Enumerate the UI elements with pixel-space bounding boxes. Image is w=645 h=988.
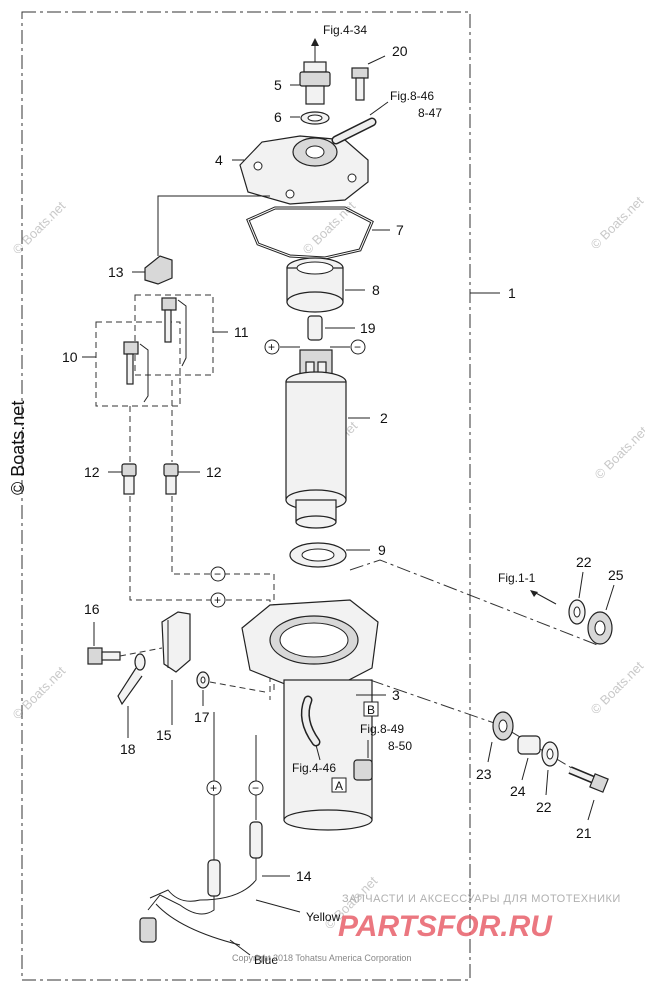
- part-12-terminal-left: [121, 463, 137, 495]
- leader-23: [487, 741, 493, 763]
- callout-3: 3: [392, 687, 400, 703]
- leader-22b: [545, 769, 549, 796]
- ref-fig-1-1: Fig.1-1: [498, 571, 536, 585]
- watermark-faint: © Boats.net: [10, 198, 69, 257]
- ref-fig-8-49: Fig.8-49: [360, 722, 404, 736]
- plus-sign: +: [210, 781, 217, 795]
- leader-25: [605, 584, 615, 611]
- watermark-faint: © Boats.net: [588, 658, 645, 717]
- part-13-cap: [144, 255, 173, 285]
- part-18-clamp: [117, 653, 146, 706]
- box-a: [331, 777, 347, 793]
- part-21-bolt: [568, 766, 609, 793]
- banner-logo: PARTSFOR.RU: [338, 910, 553, 943]
- ref-fig-4-34: Fig.4-34: [323, 23, 367, 37]
- plus-sign: +: [268, 340, 275, 354]
- callout-17: 17: [194, 709, 210, 725]
- copyright: Copyright 2018 Tohatsu America Corporati…: [232, 953, 411, 963]
- banner-tagline: ЗАПЧАСТИ И АКСЕССУАРЫ ДЛЯ МОТОТЕХНИКИ: [342, 893, 621, 905]
- part-10-connector: [123, 341, 149, 403]
- group-10-box: [95, 321, 181, 407]
- ref-fig-8-46: Fig.8-46: [390, 89, 434, 103]
- minus-marker: [350, 339, 366, 355]
- callout-21: 21: [576, 825, 592, 841]
- callout-12b: 12: [206, 464, 222, 480]
- leader-24: [521, 757, 529, 781]
- part-19-nozzle: [307, 315, 323, 341]
- part-12-terminal-right: [163, 463, 179, 495]
- part-15-bracket: [161, 611, 191, 673]
- ref-8-50: 8-50: [388, 739, 412, 753]
- leader-21: [587, 799, 595, 821]
- box-a-label: A: [335, 779, 343, 793]
- watermark-faint: © Boats.net: [10, 663, 69, 722]
- minus-sign: −: [354, 340, 361, 354]
- ref-arrow: [533, 591, 557, 605]
- plus-marker: [264, 339, 280, 355]
- callout-20: 20: [392, 43, 408, 59]
- assembly-boundary: [21, 11, 471, 981]
- part-2-fuel-pump: [285, 349, 347, 529]
- wire-blue: Blue: [254, 953, 278, 967]
- watermark-faint: © Boats.net: [588, 193, 645, 252]
- callout-22b: 22: [536, 799, 552, 815]
- ref-fig-4-46: Fig.4-46: [292, 761, 336, 775]
- part-22-washer-top: [568, 599, 586, 625]
- part-23-grommet: [492, 711, 514, 741]
- callout-11: 11: [234, 324, 249, 340]
- callout-25: 25: [608, 567, 624, 583]
- callout-12a: 12: [84, 464, 100, 480]
- ref-arrow: [369, 101, 389, 116]
- part-14-harness: + −: [139, 712, 264, 946]
- part-11-connector: [161, 297, 187, 367]
- callout-9: 9: [378, 542, 386, 558]
- part-8-retainer: [286, 257, 344, 313]
- callout-14: 14: [296, 868, 312, 884]
- callout-23: 23: [476, 766, 492, 782]
- ref-8-47: 8-47: [418, 106, 442, 120]
- leader-20: [367, 55, 386, 65]
- callout-6: 6: [274, 109, 282, 125]
- callout-24: 24: [510, 783, 526, 799]
- part-25-grommet: [587, 611, 613, 645]
- callout-2: 2: [380, 410, 388, 426]
- callout-1: 1: [508, 285, 516, 301]
- callout-19: 19: [360, 320, 376, 336]
- callout-10: 10: [62, 349, 78, 365]
- group-11-box: [134, 294, 214, 376]
- box-b-label: B: [367, 703, 375, 717]
- plus-sign: +: [214, 593, 221, 607]
- part-4-cover: [239, 117, 377, 205]
- minus-sign: −: [252, 781, 259, 795]
- callout-8: 8: [372, 282, 380, 298]
- part-24-collar: [517, 735, 541, 755]
- part-22-washer-bottom: [541, 741, 559, 767]
- arrow-head: [311, 38, 319, 46]
- watermark-faint: © Boats.net: [592, 423, 645, 482]
- wire-yellow: Yellow: [306, 910, 341, 924]
- callout-5: 5: [274, 77, 282, 93]
- box-b: [363, 701, 379, 717]
- minus-sign: −: [214, 567, 221, 581]
- part-3-housing: [241, 599, 379, 831]
- callout-13: 13: [108, 264, 124, 280]
- part-9-seal: [289, 542, 347, 568]
- part-20-screw: [351, 67, 369, 101]
- callout-15: 15: [156, 727, 172, 743]
- callout-18: 18: [120, 741, 136, 757]
- callout-7: 7: [396, 222, 404, 238]
- part-16-bolt: [87, 647, 121, 665]
- part-5-fitting: [299, 61, 331, 105]
- callout-22a: 22: [576, 554, 592, 570]
- side-watermark: © Boats.net: [8, 401, 28, 495]
- callout-16: 16: [84, 601, 100, 617]
- leader-22a: [578, 571, 584, 599]
- callout-4: 4: [215, 152, 223, 168]
- ref-arrow: [315, 744, 321, 761]
